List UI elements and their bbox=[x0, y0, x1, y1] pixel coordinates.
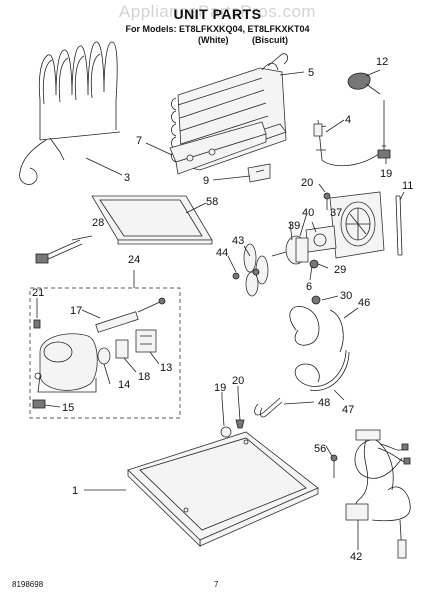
drain-pan-part-58 bbox=[91, 195, 213, 245]
callout-46: 46 bbox=[358, 297, 370, 309]
callout-42: 42 bbox=[350, 551, 362, 563]
callout-48: 48 bbox=[318, 397, 330, 409]
drain-tube-part-47 bbox=[294, 349, 350, 391]
callout-9: 9 bbox=[203, 175, 209, 187]
power-cord-part-30 bbox=[35, 239, 83, 264]
callout-5: 5 bbox=[308, 67, 314, 79]
screw-part-18 bbox=[235, 391, 245, 429]
callout-6: 6 bbox=[306, 281, 312, 293]
callout-17: 19 bbox=[214, 382, 226, 394]
callout-28: 24 bbox=[128, 254, 140, 266]
callout-14: 15 bbox=[62, 402, 74, 414]
fan-motor bbox=[271, 235, 309, 265]
color-white-label: (White) bbox=[198, 35, 229, 45]
callout-21: 20 bbox=[301, 177, 313, 189]
model-numbers: ET8LFKXKQ04, ET8LFKXKT04 bbox=[178, 24, 310, 34]
nut-part-24 bbox=[311, 295, 321, 305]
callout-7: 7 bbox=[136, 135, 142, 147]
callout-47: 47 bbox=[342, 404, 354, 416]
callout-41: 40 bbox=[302, 207, 314, 219]
callout-18: 20 bbox=[232, 375, 244, 387]
callout-15: 18 bbox=[138, 371, 150, 383]
clip-part-20 bbox=[33, 319, 41, 329]
callout-30: 28 bbox=[92, 217, 104, 229]
callout-3: 3 bbox=[124, 172, 130, 184]
document-number: 8198698 bbox=[12, 580, 44, 589]
wire-clip-part-19 bbox=[377, 145, 391, 159]
callout-39: 37 bbox=[330, 207, 342, 219]
thermostat-part-4 bbox=[313, 100, 385, 167]
grommet-part-37 bbox=[309, 259, 319, 269]
color-biscuit-label: (Biscuit) bbox=[252, 35, 288, 45]
fan-shroud bbox=[329, 191, 385, 259]
callout-19: 19 bbox=[380, 168, 392, 180]
compressor-group bbox=[29, 270, 181, 419]
page-number: 7 bbox=[214, 580, 219, 589]
watermark: AppliancePartsPros.com bbox=[118, 2, 317, 21]
for-models-label: For Models: bbox=[125, 24, 177, 34]
nut-part-44 bbox=[232, 272, 240, 280]
callout-10: 11 bbox=[402, 180, 413, 192]
page-title: UNIT PARTS bbox=[173, 6, 262, 22]
callout-37: 29 bbox=[334, 264, 346, 276]
callout-12: 13 bbox=[160, 362, 172, 374]
callout-58: 58 bbox=[206, 196, 218, 208]
callout-13: 14 bbox=[118, 379, 130, 391]
callout-1: 1 bbox=[72, 485, 78, 497]
condenser-coil bbox=[19, 41, 121, 185]
screw-part-56 bbox=[330, 454, 338, 478]
callout-29: 17 bbox=[70, 305, 82, 317]
bracket-part-9 bbox=[247, 163, 271, 183]
callout-44: 44 bbox=[216, 247, 228, 259]
motor-bracket bbox=[305, 225, 337, 253]
fan-blade bbox=[243, 243, 269, 297]
drain-hose-part-46 bbox=[289, 305, 344, 353]
callout-4: 4 bbox=[345, 114, 351, 126]
drain-tube-part-48 bbox=[254, 397, 283, 418]
base-plate-part-1 bbox=[127, 431, 319, 547]
callout-56: 56 bbox=[314, 443, 326, 455]
models-line: For Models: ET8LFKXKQ04, ET8LFKXKT04 bbox=[0, 24, 435, 34]
callout-43: 43 bbox=[232, 235, 244, 247]
screw-part-17 bbox=[220, 397, 232, 438]
drain-trough bbox=[169, 121, 267, 175]
callout-40: 39 bbox=[288, 220, 300, 232]
screw-part-21 bbox=[323, 192, 331, 210]
wire-harness-part-10 bbox=[395, 195, 403, 256]
callout-24: 30 bbox=[340, 290, 352, 302]
callout-11: 12 bbox=[376, 56, 388, 68]
control-knob-part-11 bbox=[347, 72, 381, 95]
wiring-harness-part-42 bbox=[345, 429, 411, 559]
callout-20: 21 bbox=[32, 287, 44, 299]
